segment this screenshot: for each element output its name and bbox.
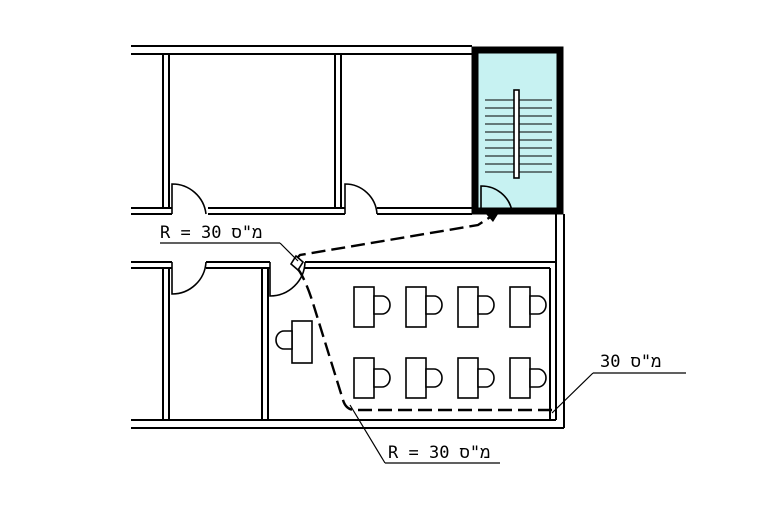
desk <box>353 357 391 399</box>
doors <box>171 183 378 297</box>
desk <box>405 357 443 399</box>
radius-label-lower: R = מ"ס 30 <box>388 443 490 463</box>
leader-lines <box>160 242 686 464</box>
desk <box>509 357 547 399</box>
student-desks <box>353 286 547 399</box>
building-walls <box>131 45 565 429</box>
route-corner-marker <box>289 254 305 272</box>
stairwell <box>471 46 564 215</box>
offset-label-right: מ"ס 30 <box>600 352 661 372</box>
desk <box>457 286 495 328</box>
desk <box>405 286 443 328</box>
door-lower-left <box>171 261 207 295</box>
desk <box>457 357 495 399</box>
desk <box>353 286 391 328</box>
door-lower-middle <box>269 261 306 297</box>
desk <box>509 286 547 328</box>
door-upper-left <box>171 183 207 215</box>
stair-handrail <box>513 89 520 179</box>
route-arrowhead <box>486 211 500 222</box>
teacher-desk <box>275 320 313 364</box>
stairwell-door <box>480 185 513 212</box>
door-upper-middle <box>344 183 378 215</box>
radius-label-upper: R = מ"ס 30 <box>160 223 262 243</box>
